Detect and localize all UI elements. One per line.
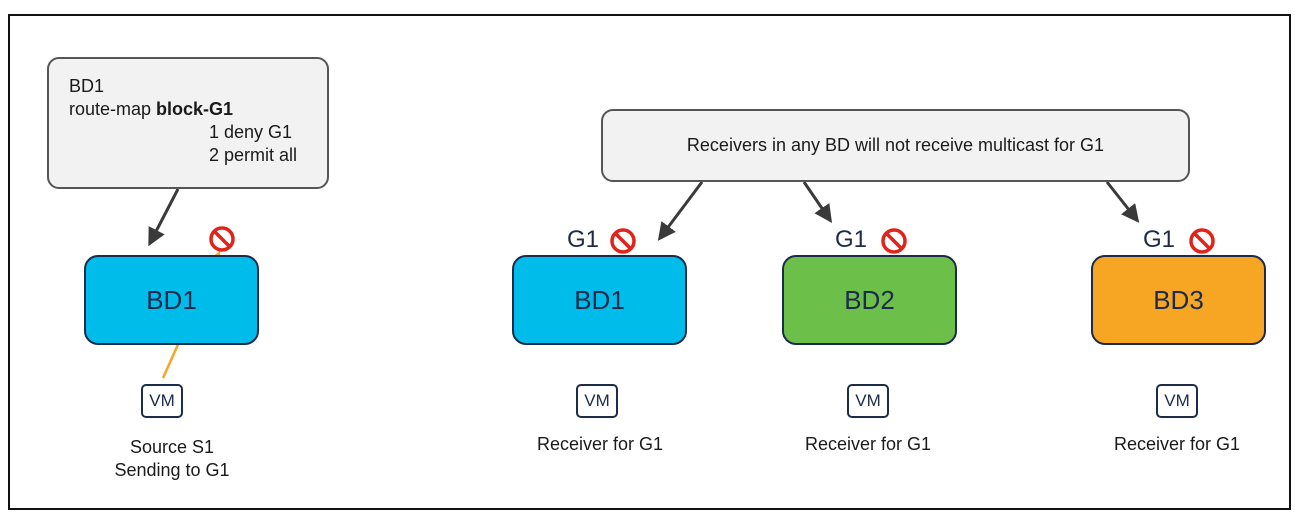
receiver-bd1-label: BD1 [574,284,625,315]
block-icon [610,228,636,254]
arrow-to-receiver-bd1 [657,181,704,241]
block-icon [209,226,235,252]
receiver-caption: Receiver for G1 [1113,434,1241,454]
route-map-name: block-G1 [156,99,234,119]
receiver-bd1-box: BD1 [512,255,687,345]
receiver-vm-icon: VM [847,384,889,418]
group-label-bd3: G1 [1143,226,1176,253]
group-label-bd2: G1 [835,226,868,253]
receiver-bd2-box: BD2 [782,255,957,345]
source-bd-box: BD1 [84,255,259,345]
receiver-bd2-label: BD2 [844,284,895,315]
receiver-caption: Receiver for G1 [536,434,664,454]
receiver-bd3-label: BD3 [1153,284,1204,315]
receiver-bd3-box: BD3 [1091,255,1266,345]
diagram-frame [8,14,1291,510]
receivers-callout-text: Receivers in any BD will not receive mul… [686,135,1105,155]
callout-route-map-line: route-map block-G1 [69,98,327,121]
receiver-vm-label: VM [1164,391,1190,410]
receiver-caption: Receiver for G1 [804,434,932,454]
route-map-prefix: route-map [69,99,157,119]
route-map-rule-1: 1 deny G1 [209,122,293,142]
arrow-to-receiver-bd3 [1105,181,1140,223]
receiver-vm-label: VM [855,391,881,410]
arrow-to-receiver-bd2 [802,181,833,223]
source-vm-label: VM [149,391,175,410]
block-icon [1189,228,1215,254]
receiver-vm-icon: VM [576,384,618,418]
route-map-rule-2: 2 permit all [209,145,298,165]
source-caption-line2: Sending to G1 [114,460,230,480]
source-vm-icon: VM [141,384,183,418]
group-label-bd1: G1 [567,226,600,253]
block-icon [881,228,907,254]
source-caption-line1: Source S1 [129,437,215,457]
receiver-vm-icon: VM [1156,384,1198,418]
callout-arrow-to-source-bd [148,188,180,247]
source-bd-label: BD1 [146,284,197,315]
callout-bd-line: BD1 [69,76,105,96]
receiver-vm-label: VM [584,391,610,410]
receivers-callout: Receivers in any BD will not receive mul… [601,109,1190,182]
route-map-callout: BD1 route-map block-G1 1 deny G1 2 permi… [47,57,329,189]
source-caption: Source S1 Sending to G1 [82,436,262,482]
